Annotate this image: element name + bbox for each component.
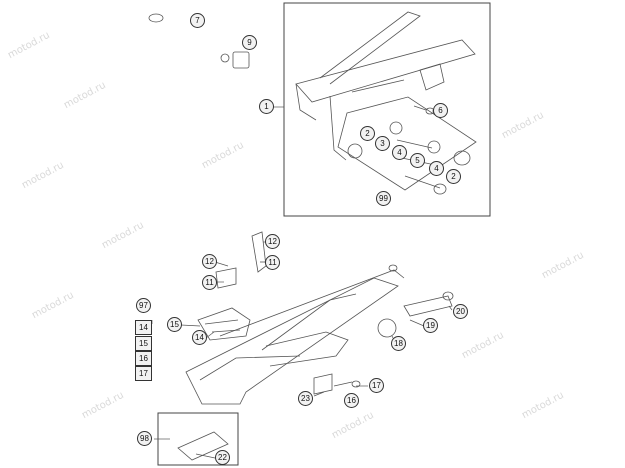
frame-assembly-box	[283, 2, 491, 217]
kit-item-15[interactable]: 15	[135, 336, 152, 351]
callout-7[interactable]: 7	[190, 13, 205, 28]
callout-4[interactable]: 4	[429, 161, 444, 176]
callout-19[interactable]: 19	[423, 318, 438, 333]
callout-98[interactable]: 98	[137, 431, 152, 446]
callout-97[interactable]: 97	[136, 298, 151, 313]
callout-17[interactable]: 17	[369, 378, 384, 393]
callout-15[interactable]: 15	[167, 317, 182, 332]
callout-9[interactable]: 9	[242, 35, 257, 50]
swingarm-drawing	[148, 13, 454, 461]
callout-3[interactable]: 3	[375, 136, 390, 151]
callout-6[interactable]: 6	[433, 103, 448, 118]
callout-99[interactable]: 99	[376, 191, 391, 206]
callout-11[interactable]: 11	[202, 275, 217, 290]
callout-12[interactable]: 12	[202, 254, 217, 269]
callout-4[interactable]: 4	[392, 145, 407, 160]
callout-23[interactable]: 23	[298, 391, 313, 406]
callout-2[interactable]: 2	[446, 169, 461, 184]
callout-20[interactable]: 20	[453, 304, 468, 319]
callout-5[interactable]: 5	[410, 153, 425, 168]
callout-2[interactable]: 2	[360, 126, 375, 141]
callout-22[interactable]: 22	[215, 450, 230, 465]
frame-drawing	[295, 11, 477, 195]
callout-18[interactable]: 18	[391, 336, 406, 351]
callout-14[interactable]: 14	[192, 330, 207, 345]
kit-item-16[interactable]: 16	[135, 351, 152, 366]
kit-item-14[interactable]: 14	[135, 320, 152, 335]
kit-item-17[interactable]: 17	[135, 366, 152, 381]
callout-1[interactable]: 1	[259, 99, 274, 114]
callout-16[interactable]: 16	[344, 393, 359, 408]
callout-11[interactable]: 11	[265, 255, 280, 270]
callout-12[interactable]: 12	[265, 234, 280, 249]
